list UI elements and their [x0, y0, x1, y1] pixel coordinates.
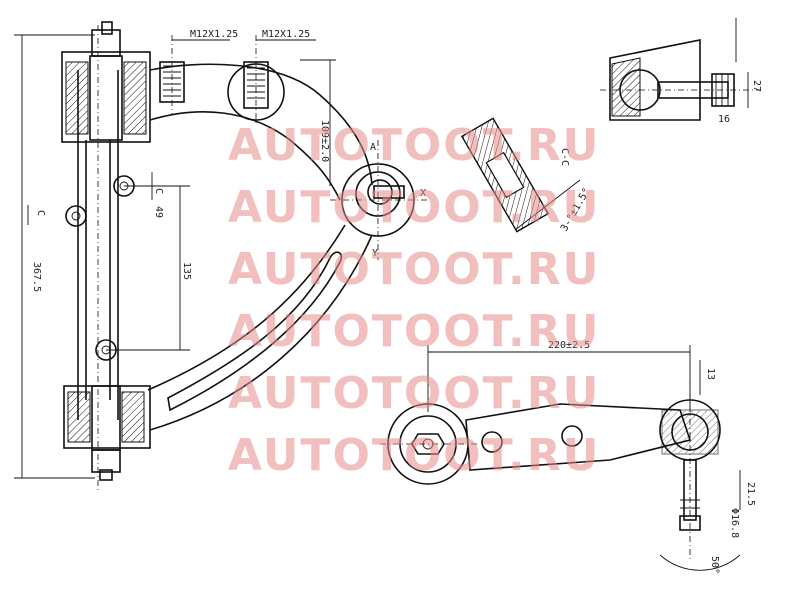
watermark-line-2: AUTOTOOT.RU: [228, 182, 600, 233]
ball-joint-detail: 27 16: [600, 18, 762, 125]
main-arm-view: 367.5 C 135 C 49: [14, 21, 430, 490]
section-c-left: C: [35, 210, 46, 216]
offset-49-label: 49: [153, 206, 164, 218]
span-label: 220±2.5: [548, 340, 590, 351]
watermark-line-6: AUTOTOOT.RU: [228, 430, 600, 481]
ball-16-label: 16: [718, 114, 730, 125]
angle-50-label: 50°: [709, 556, 720, 574]
bolt-spacing-label: 135: [181, 262, 192, 280]
view-a-label: A: [370, 142, 376, 153]
thread-a-label: M12X1.25: [190, 29, 238, 40]
ball-13-label: 13: [705, 368, 716, 380]
ball-168-label: Φ16.8: [729, 508, 740, 538]
view-x-label: X: [420, 188, 426, 199]
section-title-label: C-C: [559, 148, 570, 166]
watermark-line-5: AUTOTOOT.RU: [228, 368, 600, 419]
watermark-line-3: AUTOTOOT.RU: [228, 244, 600, 295]
pitch-a-label: 109±2.0: [319, 120, 330, 162]
side-view: 220±2.5 13 21.5 Φ16.8 50°: [380, 340, 756, 574]
watermark: AUTOTOOT.RU AUTOTOOT.RU AUTOTOOT.RU AUTO…: [228, 120, 600, 481]
ball-215-label: 21.5: [745, 482, 756, 506]
ball-27-label: 27: [751, 80, 762, 92]
view-y-label: Y: [372, 248, 378, 259]
offset-c-label: C: [153, 188, 164, 194]
watermark-line-4: AUTOTOOT.RU: [228, 306, 600, 357]
overall-length-label: 367.5: [31, 262, 42, 292]
thread-b-label: M12X1.25: [262, 29, 310, 40]
watermark-line-1: AUTOTOOT.RU: [228, 120, 600, 171]
